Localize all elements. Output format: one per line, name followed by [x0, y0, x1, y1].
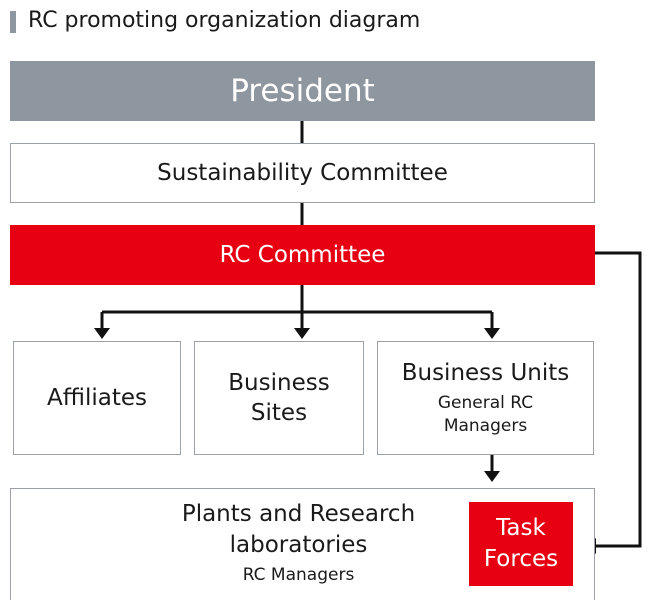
- rc-committee-label: RC Committee: [219, 242, 386, 268]
- business-units-sub-line2: Managers: [443, 416, 528, 436]
- plants-label-line2: laboratories: [229, 532, 368, 558]
- task-forces-box: Task Forces: [469, 502, 573, 586]
- arrowhead-affiliates: [94, 328, 110, 339]
- president-label: President: [230, 73, 375, 109]
- sustainability-committee-label: Sustainability Committee: [157, 160, 448, 186]
- business-sites-label-line2: Sites: [250, 400, 308, 426]
- arrowhead-business-units: [484, 328, 500, 339]
- business-units-sub-line1: General RC: [437, 393, 534, 413]
- affiliates-label: Affiliates: [47, 385, 147, 411]
- plants-text: Plants and Research laboratories RC Mana…: [11, 499, 586, 587]
- plants-label-line1: Plants and Research: [181, 501, 416, 527]
- business-units-sub: General RC Managers: [438, 392, 533, 438]
- task-forces-label-line2: Forces: [483, 546, 559, 572]
- president-box: President: [10, 61, 595, 121]
- business-sites-box: Business Sites: [194, 341, 364, 455]
- plants-sub-label: RC Managers: [242, 565, 355, 585]
- affiliates-box: Affiliates: [13, 341, 181, 455]
- rc-committee-box: RC Committee: [10, 225, 595, 285]
- task-forces-label-line1: Task: [496, 515, 546, 541]
- title-accent-bar: [10, 11, 16, 33]
- arrowhead-business-sites: [294, 328, 310, 339]
- business-units-box: Business Units General RC Managers: [377, 341, 594, 455]
- arrowhead-plants: [484, 471, 500, 482]
- sustainability-committee-box: Sustainability Committee: [10, 143, 595, 203]
- plants-label: Plants and Research laboratories: [11, 499, 586, 561]
- connector-rc-to-task-forces: [588, 251, 642, 548]
- business-sites-label-line1: Business: [228, 370, 330, 396]
- diagram-title: RC promoting organization diagram: [28, 8, 421, 33]
- business-units-label: Business Units: [401, 360, 570, 386]
